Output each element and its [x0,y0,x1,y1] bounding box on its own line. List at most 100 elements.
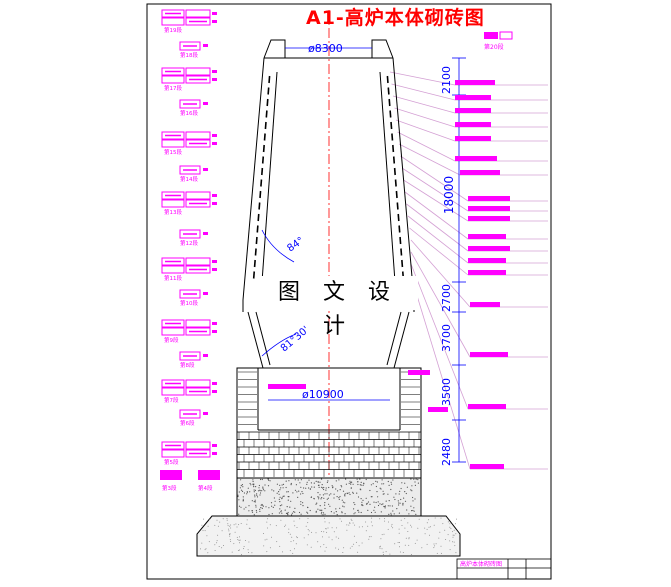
speckle-dot [399,546,400,548]
lining-mark-right [387,87,390,95]
speckle-dot [411,510,413,512]
speckle-dot [404,527,406,529]
speckle-dot [271,513,273,515]
speckle-dot [336,527,338,529]
speckle-dot [310,546,312,548]
speckle-dot [408,537,410,539]
speckle-dot [262,487,264,489]
speckle-dot [221,530,223,532]
speckle-dot [398,502,400,504]
speckle-dot [324,521,326,523]
layer-brick-box [185,327,211,336]
speckle-dot [264,484,266,486]
speckle-dot [449,526,451,528]
speckle-dot [242,486,244,488]
speckle-dot [285,480,287,482]
speckle-dot [358,545,360,547]
layer-20-box: 第20段 [484,31,513,51]
speckle-dot [380,545,381,547]
speckle-dot [333,512,335,514]
speckle-dot [381,503,383,506]
speckle-dot [455,552,457,554]
speckle-dot [383,483,385,485]
dim-18000: 18000 [442,176,456,214]
speckle-dot [361,526,363,528]
speckle-dot [205,548,207,550]
speckle-dot [388,500,390,502]
speckle-dot [239,539,241,541]
speckle-dot [361,501,363,503]
speckle-dot [415,513,417,516]
speckle-dot [307,512,309,514]
speckle-dot [410,554,412,555]
material-callout-bar [455,95,491,100]
speckle-dot [247,487,249,489]
speckle-dot [389,505,391,507]
speckle-dot [239,549,240,551]
speckle-dot [248,505,250,507]
lining-mark-right [398,225,401,233]
layer-brick-box [161,257,185,266]
speckle-dot [453,529,455,531]
speckle-dot [357,496,360,498]
speckle-dot [292,552,294,554]
material-callout-bar [468,216,510,221]
layer-count-mark [212,202,217,205]
speckle-dot [255,504,257,506]
speckle-dot [258,484,260,487]
speckle-dot [264,490,266,492]
leader-line [410,251,471,358]
speckle-dot [377,504,380,507]
speckle-dot [402,504,404,506]
speckle-dot [328,486,330,489]
speckle-dot [259,489,261,491]
speckle-dot [240,485,242,487]
speckle-dot [323,497,325,499]
speckle-dot [323,517,325,519]
speckle-dot [262,486,264,488]
speckle-dot [239,487,241,489]
speckle-dot [344,495,346,497]
speckle-dot [450,528,452,530]
layer-label: 第3段 [162,484,177,492]
speckle-dot [394,543,396,545]
speckle-dot [408,513,410,515]
layer-count-mark [203,232,208,235]
speckle-dot [449,523,451,525]
speckle-dot [350,487,352,489]
speckle-dot [333,531,335,533]
speckle-dot [341,499,343,501]
speckle-dot [449,549,451,551]
speckle-dot [375,485,377,488]
speckle-dot [404,491,406,493]
speckle-dot [391,505,393,507]
sheet-border [146,3,552,580]
speckle-dot [305,487,307,489]
speckle-dot [214,550,216,551]
speckle-dot [254,489,256,491]
speckle-dot [327,497,329,499]
speckle-dot [339,489,341,491]
speckle-dot [281,504,283,506]
material-callout-bar [455,156,497,161]
speckle-dot [257,490,260,492]
leader-line [409,227,469,276]
speckle-dot [389,553,391,555]
speckle-dot [325,487,327,489]
speckle-dot [296,527,298,528]
speckle-dot [327,480,329,482]
speckle-dot [241,490,244,492]
speckle-dot [287,514,289,516]
speckle-dot [216,542,218,544]
speckle-dot [350,518,352,520]
speckle-dot [323,544,325,546]
speckle-dot [394,498,396,501]
speckle-dot [246,493,248,495]
lining-mark-left [253,259,256,268]
speckle-dot [397,500,399,502]
speckle-dot [335,508,337,510]
speckle-dot [377,496,379,498]
speckle-dot [400,487,402,490]
speckle-dot [362,504,364,507]
speckle-dot [388,513,390,516]
